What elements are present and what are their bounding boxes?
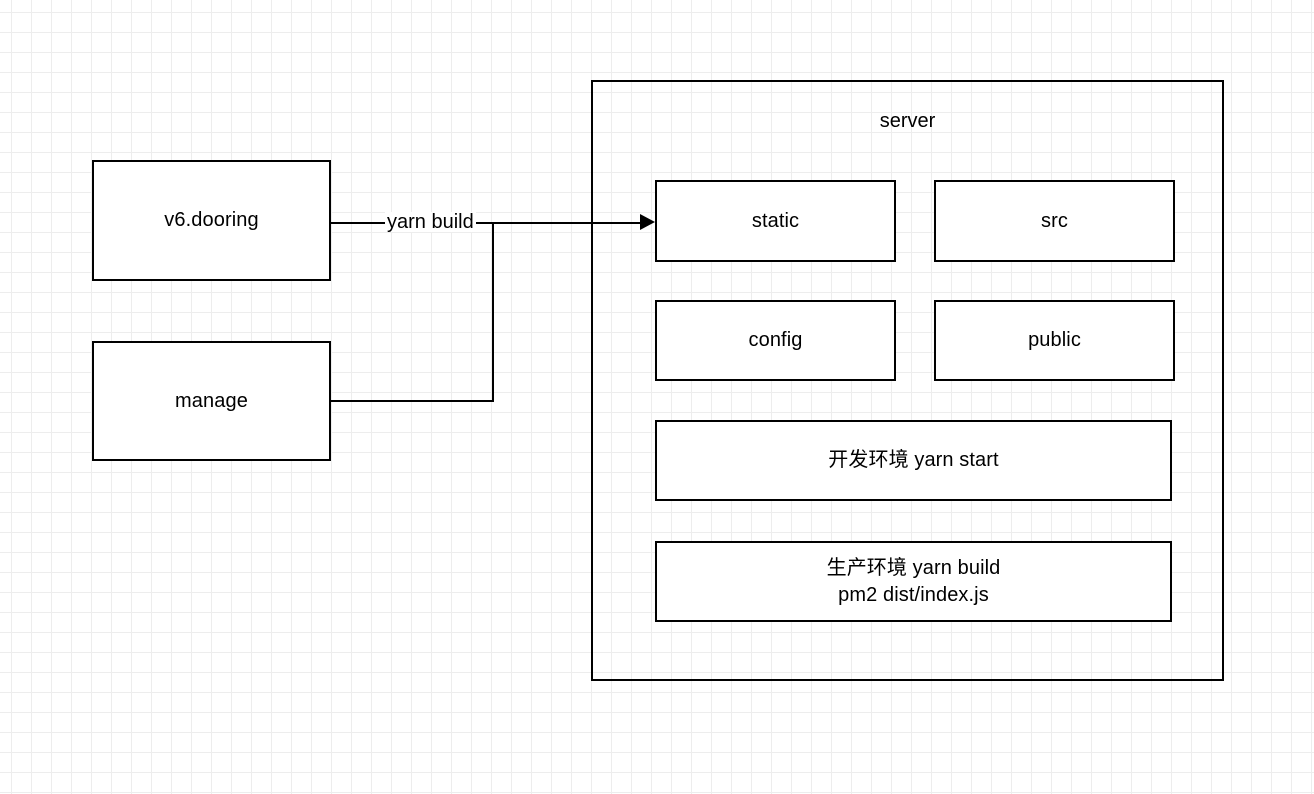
node-label: config: [748, 329, 803, 352]
node-label: public: [1028, 329, 1081, 352]
node-label: 开发环境 yarn start: [828, 449, 999, 472]
arrow-head-icon: [640, 214, 655, 230]
edge-segment-into-server: [492, 222, 640, 224]
container-title-server: server: [879, 110, 936, 132]
node-label: 生产环境 yarn build pm2 dist/index.js: [826, 557, 1001, 606]
edge-segment-manage-out: [331, 400, 494, 402]
node-dev-env[interactable]: 开发环境 yarn start: [655, 420, 1172, 501]
edge-label-yarn-build: yarn build: [385, 211, 476, 233]
node-label: v6.dooring: [164, 209, 259, 232]
node-label: src: [1041, 209, 1068, 232]
node-manage[interactable]: manage: [92, 341, 331, 461]
node-static[interactable]: static: [655, 180, 896, 262]
container-server[interactable]: [591, 80, 1224, 681]
node-label: manage: [175, 389, 248, 412]
node-src[interactable]: src: [934, 180, 1175, 262]
node-prod-env[interactable]: 生产环境 yarn build pm2 dist/index.js: [655, 541, 1172, 622]
edge-segment-riser: [492, 222, 494, 402]
node-public[interactable]: public: [934, 300, 1175, 381]
node-label: static: [751, 209, 800, 232]
node-config[interactable]: config: [655, 300, 896, 381]
node-v6-dooring[interactable]: v6.dooring: [92, 160, 331, 281]
